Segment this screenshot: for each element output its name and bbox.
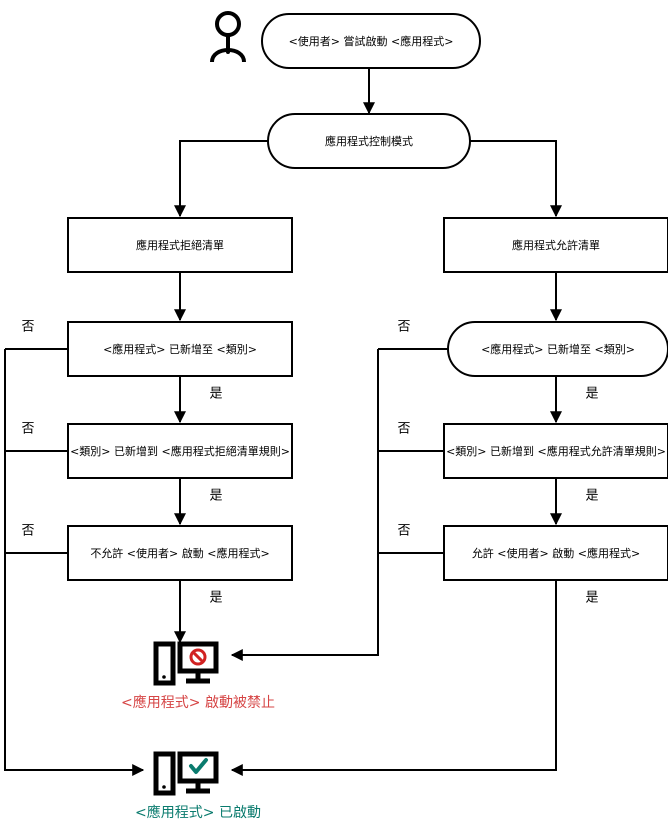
branch-label-deny-rule-yes: 是 — [209, 489, 222, 504]
node-allow-category-rule-label: <類別> 已新增到 <應用程式允許清單規則> — [446, 444, 666, 458]
node-allowlist: 應用程式允許清單 — [443, 217, 668, 273]
connector-mode-to-denylist — [174, 140, 268, 218]
node-denylist-label: 應用程式拒絕清單 — [136, 238, 224, 252]
connector-mode-to-allowlist — [470, 140, 562, 218]
node-deny-category-rule: <類別> 已新增到 <應用程式拒絕清單規則> — [67, 423, 293, 479]
outcome-started-label: <應用程式> 已啟動 — [135, 804, 261, 821]
node-deny-action: 不允許 <使用者> 啟動 <應用程式> — [67, 525, 293, 581]
branch-label-allow-category-yes: 是 — [585, 387, 598, 402]
branch-label-allow-action-no: 否 — [397, 524, 410, 539]
node-allow-app-added-category-label: <應用程式> 已新增至 <類別> — [481, 342, 635, 356]
node-denylist: 應用程式拒絕清單 — [67, 217, 293, 273]
node-deny-app-added-category: <應用程式> 已新增至 <類別> — [67, 321, 293, 377]
branch-label-allow-category-no: 否 — [397, 320, 410, 335]
monitor-blocked-icon — [153, 641, 219, 686]
node-deny-category-rule-label: <類別> 已新增到 <應用程式拒絕清單規則> — [70, 444, 290, 458]
connector-allow-action-to-started — [230, 581, 557, 776]
node-deny-action-label: 不允許 <使用者> 啟動 <應用程式> — [90, 546, 269, 560]
branch-label-allow-rule-yes: 是 — [585, 489, 598, 504]
monitor-allowed-icon — [153, 751, 219, 796]
node-allowlist-label: 應用程式允許清單 — [512, 238, 600, 252]
node-allow-category-rule: <類別> 已新增到 <應用程式允許清單規則> — [443, 423, 668, 479]
node-control-mode-label: 應用程式控制模式 — [325, 134, 413, 148]
user-actor-icon — [210, 11, 246, 63]
node-allow-app-added-category: <應用程式> 已新增至 <類別> — [447, 321, 668, 377]
branch-label-deny-action-yes: 是 — [209, 591, 222, 606]
branch-label-allow-action-yes: 是 — [585, 591, 598, 606]
node-start: <使用者> 嘗試啟動 <應用程式> — [261, 13, 481, 69]
branch-label-deny-rule-no: 否 — [21, 422, 34, 437]
branch-label-deny-category-yes: 是 — [209, 387, 222, 402]
outcome-blocked-label: <應用程式> 啟動被禁止 — [121, 694, 275, 711]
node-control-mode: 應用程式控制模式 — [267, 113, 471, 169]
node-allow-action: 允許 <使用者> 啟動 <應用程式> — [443, 525, 668, 581]
connector-deny-no-trunk — [4, 349, 145, 776]
branch-label-deny-category-no: 否 — [21, 320, 34, 335]
node-allow-action-label: 允許 <使用者> 啟動 <應用程式> — [472, 546, 640, 560]
branch-label-deny-action-no: 否 — [21, 524, 34, 539]
connector-allow-no-trunk — [230, 349, 379, 661]
branch-label-allow-rule-no: 否 — [397, 422, 410, 437]
node-start-label: <使用者> 嘗試啟動 <應用程式> — [289, 34, 454, 48]
node-deny-app-added-category-label: <應用程式> 已新增至 <類別> — [103, 342, 257, 356]
